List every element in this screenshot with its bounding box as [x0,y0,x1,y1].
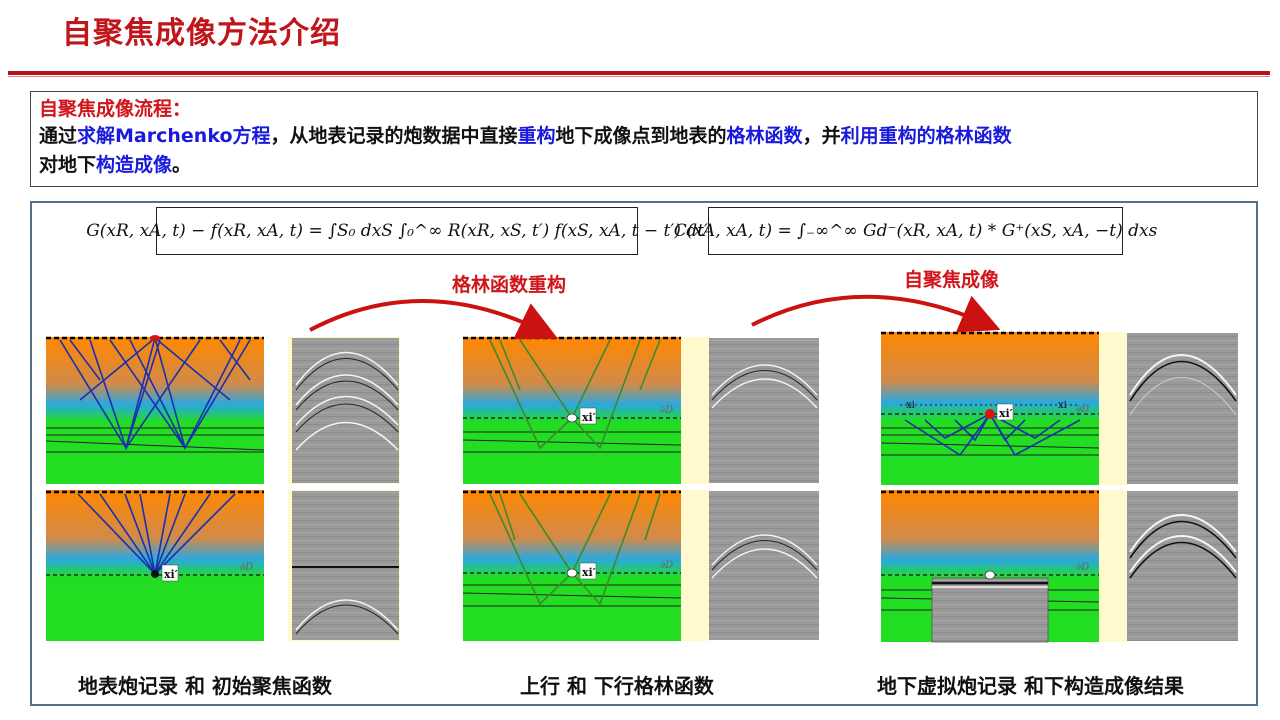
reconstruction-arrow-label: 格林函数重构 [452,274,567,296]
diagram-frame [30,201,1258,706]
workflow-highlight-reconstruct: 重构 [517,125,556,147]
page-title: 自聚焦成像方法介绍 [62,16,341,51]
workflow-text-1: 通过 [39,125,78,147]
downgoing-green-model: xi′ ∂D [462,490,682,641]
workflow-highlight-imaging: 构造成像 [96,154,173,176]
initial-focusing-model: xi′ ∂D [46,490,264,641]
workflow-text: 通过求解Marchenko方程，从地表记录的炮数据中直接重构地下成像点到地表的格… [39,122,1249,180]
workflow-highlight-green: 格林函数 [726,125,803,147]
caption-right: 地下虚拟炮记录 和下构造成像结果 [877,674,1184,698]
workflow-highlight-solve: 求解Marchenko方程 [77,125,271,147]
virtual-shot-model: xi′ xi xi ∂D [880,331,1100,485]
virtual-focus-label: xi′ [999,407,1013,420]
imaging-condition-equation: C(xA, xA, t) = ∫₋∞^∞ Gd⁻(xR, xA, t) * G⁺… [674,207,1157,255]
image-boundary-label: ∂D [1076,562,1089,573]
boundary-label: ∂D [240,562,253,573]
reconstruction-arrow [309,299,559,340]
focus-point-label: xi′ [164,568,178,581]
structural-image-model: ∂D [880,490,1100,643]
downgoing-focus-label: xi′ [582,566,596,579]
workflow-highlight-use-green: 利用重构的格林函数 [840,125,1012,147]
workflow-box: 自聚焦成像流程： 通过求解Marchenko方程，从地表记录的炮数据中直接重构地… [30,91,1258,187]
title-rule [8,71,1270,75]
caption-middle: 上行 和 下行格林函数 [520,674,714,698]
surface-shot-record [288,337,400,484]
virtual-x-left-label: xi [906,400,915,411]
imaging-arrow-label: 自聚焦成像 [904,269,1000,291]
surface-shot-model [45,335,265,484]
virtual-x-right-label: xi [1058,400,1067,411]
virtual-shot-record [1099,332,1238,485]
workflow-text-5: 对地下 [39,154,97,176]
title-rule-thin [8,76,1270,77]
structural-image-record [1099,490,1238,642]
downgoing-boundary-label: ∂D [660,560,673,571]
workflow-text-4: ，并 [802,125,841,147]
imaging-arrow [751,294,1001,333]
upgoing-boundary-label: ∂D [660,405,673,416]
upgoing-focus-label: xi′ [582,411,596,424]
workflow-text-6: 。 [172,154,192,176]
workflow-text-3: 地下成像点到地表的 [555,125,727,147]
marchenko-equation: G(xR, xA, t) − f(xR, xA, t) = ∫S₀ dxS ∫₀… [86,207,708,255]
downgoing-green-record [681,490,819,641]
workflow-heading: 自聚焦成像流程： [39,98,192,120]
workflow-text-2: ，从地表记录的炮数据中直接 [270,125,518,147]
upgoing-green-model: xi′ ∂D [462,336,682,484]
upgoing-green-record [681,337,819,484]
caption-left: 地表炮记录 和 初始聚焦函数 [78,674,332,698]
initial-focusing-function [288,490,400,641]
virtual-boundary-label: ∂D [1076,404,1089,415]
